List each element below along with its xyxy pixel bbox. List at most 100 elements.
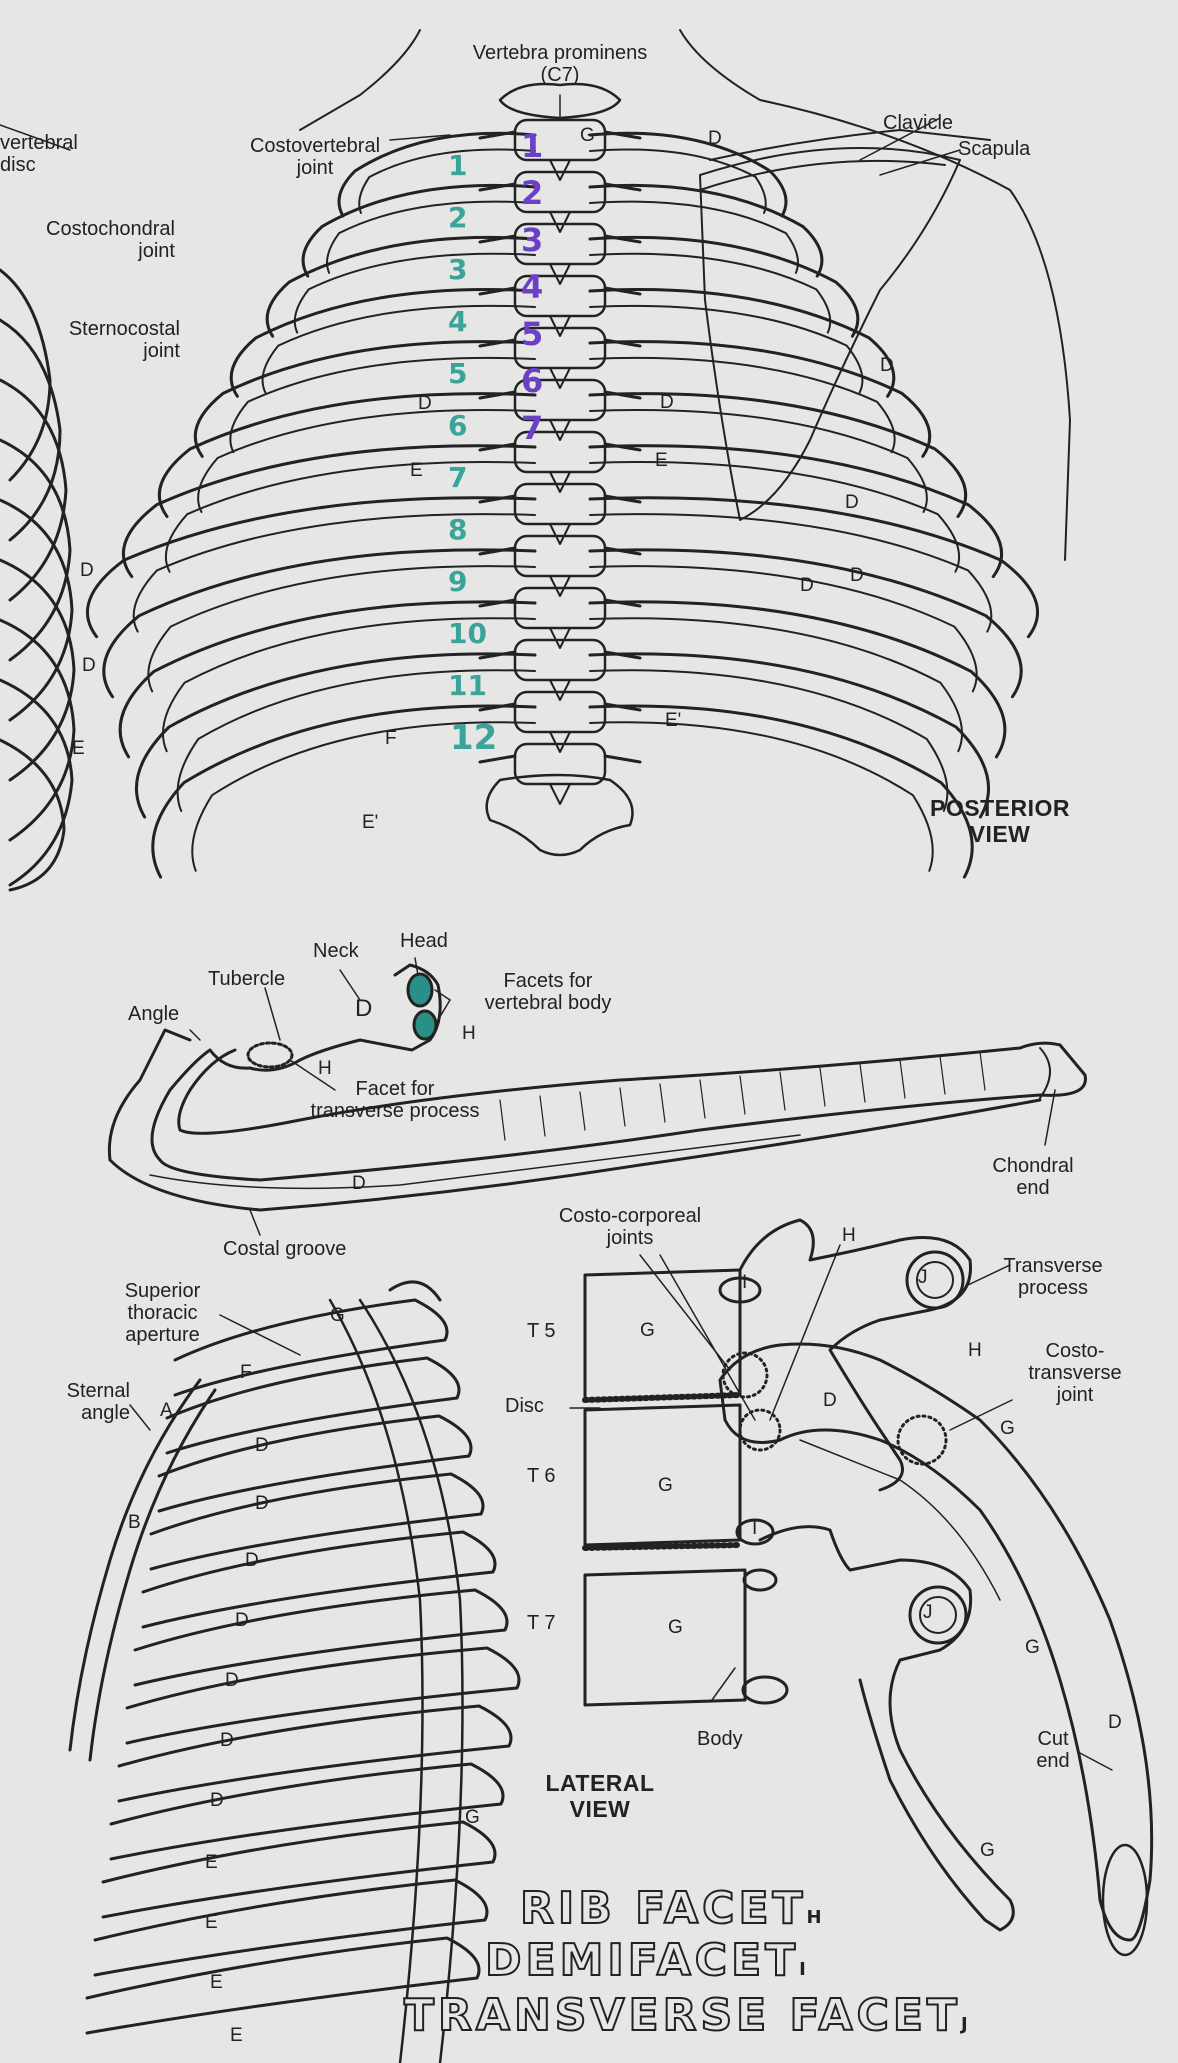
posterior-rib-right <box>588 340 932 458</box>
lateral-rib <box>85 1936 481 2035</box>
posterior-rib-right <box>588 444 1004 579</box>
label-chondral-end: Chondral end <box>992 1155 1074 1199</box>
spine-vertebra <box>513 274 607 318</box>
posterior-rib-left-inner <box>132 513 536 633</box>
spine-vertebra <box>513 430 607 474</box>
joint-letter: H <box>968 1340 982 1361</box>
lateral-rib <box>149 1472 485 1571</box>
posterior-rib-left <box>118 600 537 759</box>
vertebra-number-purple: 4 <box>521 268 544 306</box>
posterior-rib-right-inner <box>589 148 767 214</box>
lateral-view-title: LATERAL VIEW <box>545 1770 655 1822</box>
posterior-rib-left-inner <box>176 669 536 812</box>
lateral-letter: F <box>240 1362 252 1383</box>
posterior-rib-right-inner <box>589 461 961 573</box>
rib-letter: D <box>352 1173 366 1194</box>
handwritten-demifacet: DEMIFACETI <box>484 1934 806 1987</box>
posterior-rib-cage-drawing <box>86 29 1071 879</box>
handwritten-transverse-facet: TRANSVERSE FACETJ <box>403 1989 968 2042</box>
lateral-rib <box>141 1530 497 1629</box>
posterior-rib-left <box>151 704 537 879</box>
posterior-rib-left <box>229 288 537 398</box>
posterior-letter: D <box>880 355 894 376</box>
posterior-letter: D <box>850 565 864 586</box>
label-vertebral-disc: vertebral disc <box>0 132 78 176</box>
lateral-rib <box>117 1704 513 1803</box>
posterior-letter: D <box>708 128 722 149</box>
vertebra-number-purple: 5 <box>521 315 544 353</box>
rib-leader-lines <box>189 957 1056 1236</box>
spine-vertebra <box>513 222 607 266</box>
spine-vertebra <box>513 326 607 370</box>
posterior-rib-left-inner <box>191 721 536 872</box>
posterior-letter: D <box>660 392 674 413</box>
vertebra-number-teal: 2 <box>448 201 468 234</box>
spine-process <box>478 130 642 140</box>
joint-letter: G <box>668 1617 683 1638</box>
vertebra-number-teal: 8 <box>448 513 468 546</box>
lateral-letter: B <box>128 1512 141 1533</box>
vertebra-number-purple: 6 <box>521 362 544 400</box>
label-clavicle: Clavicle <box>883 112 954 134</box>
posterior-letter: E' <box>362 812 379 833</box>
spine-process <box>478 650 642 660</box>
spine-process <box>478 338 642 348</box>
spine-process <box>478 494 642 504</box>
posterior-rib-right <box>588 600 1007 759</box>
spine-process <box>478 234 642 244</box>
spine-vertebra <box>513 742 607 786</box>
posterior-rib-right <box>588 548 1023 699</box>
posterior-rib-right-inner <box>589 304 864 394</box>
posterior-rib-right-inner <box>589 252 832 334</box>
vertebra-number-teal: 11 <box>448 669 487 702</box>
spine-vertebra <box>513 534 607 578</box>
vertebra-number-teal: 1 <box>448 149 468 182</box>
label-costochondral-joint: Costochondral joint <box>46 218 175 262</box>
joint-letter: G <box>640 1320 655 1341</box>
spine-process <box>478 546 642 556</box>
label-costal-groove: Costal groove <box>223 1238 347 1260</box>
spine-spinous <box>549 523 571 545</box>
vertebra-number-teal: 3 <box>448 253 468 286</box>
spine-spinous <box>549 367 571 389</box>
posterior-rib-left-inner <box>164 461 536 573</box>
lateral-rib-cage-drawing <box>68 1280 521 2063</box>
posterior-rib-right <box>588 496 1039 639</box>
vertebra-number-teal: 7 <box>448 461 468 494</box>
label-t6: T 6 <box>527 1465 556 1487</box>
joint-letter: G <box>1025 1637 1040 1658</box>
posterior-letter: E <box>72 738 85 759</box>
lateral-letter: E <box>205 1912 218 1933</box>
joint-letter: D <box>823 1390 837 1411</box>
vertebra-number-teal: 12 <box>450 718 498 758</box>
handwritten-rib-facet: RIB FACETH <box>519 1882 822 1935</box>
label-head: Head <box>400 930 448 952</box>
posterior-letter: E <box>410 460 423 481</box>
label-body: Body <box>697 1728 743 1750</box>
lateral-letter: E <box>210 1972 223 1993</box>
posterior-rib-right-inner <box>589 617 963 753</box>
spine-vertebra <box>513 482 607 526</box>
joint-letter: J <box>923 1602 933 1623</box>
posterior-rib-right-inner <box>589 356 896 454</box>
spine-spinous <box>549 263 571 285</box>
posterior-rib-right-inner <box>589 565 978 693</box>
label-scapula: Scapula <box>958 138 1031 160</box>
joint-letter: I <box>752 1518 758 1539</box>
vertebra-number-purple: 1 <box>521 127 544 165</box>
label-cut-end: Cut end <box>1036 1728 1070 1772</box>
spine-process <box>478 754 642 764</box>
vertebra-number-teal: 9 <box>448 565 468 598</box>
label-t5: T 5 <box>527 1320 556 1342</box>
spine-process <box>478 182 642 192</box>
spine-spinous <box>549 575 571 597</box>
spine-spinous <box>549 211 571 233</box>
posterior-rib-left <box>86 496 537 639</box>
vertebra-number-purple: 2 <box>521 174 544 212</box>
posterior-rib-right <box>588 183 824 278</box>
posterior-letter: D <box>418 393 432 414</box>
posterior-rib-left <box>157 392 537 518</box>
spine-process <box>478 702 642 712</box>
posterior-letter: D <box>82 655 96 676</box>
